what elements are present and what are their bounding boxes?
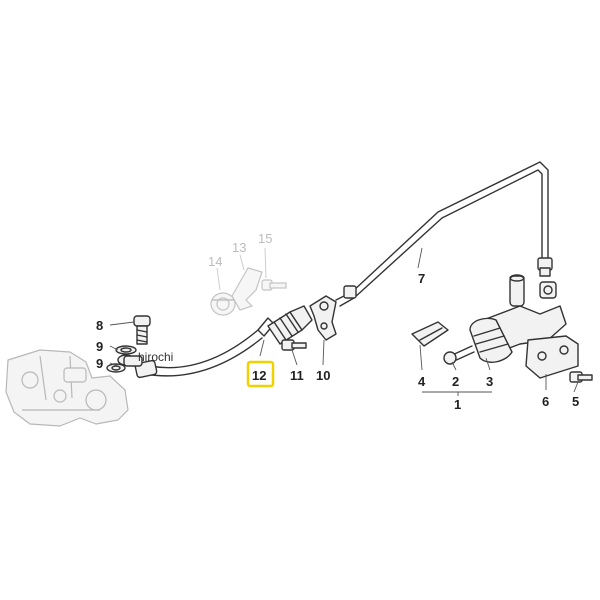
push-rod[interactable] — [443, 345, 475, 365]
callout-5[interactable]: 5 — [572, 394, 579, 409]
banjo-fitting[interactable] — [117, 354, 143, 367]
callout-9-lower[interactable]: 9 — [96, 356, 103, 371]
brake-line-pipe[interactable] — [335, 161, 553, 307]
banjo-bolt[interactable] — [133, 315, 151, 345]
hose-bracket[interactable] — [309, 295, 337, 341]
callout-3[interactable]: 3 — [486, 374, 493, 389]
callout-6[interactable]: 6 — [542, 394, 549, 409]
highlight-box-part-12 — [246, 360, 275, 388]
callout-4[interactable]: 4 — [418, 374, 426, 389]
sealing-washer-upper[interactable] — [115, 345, 137, 355]
hose-connector[interactable] — [267, 305, 313, 345]
sealing-washer-lower[interactable] — [106, 363, 126, 373]
callout-12[interactable]: 12 — [252, 368, 266, 383]
watermark-text: hirochi — [138, 350, 173, 364]
callout-11[interactable]: 11 — [290, 368, 304, 383]
clevis-fork[interactable] — [411, 321, 449, 347]
callout-7[interactable]: 7 — [418, 271, 425, 286]
screw-faded — [261, 279, 287, 291]
hose-clip-faded — [231, 267, 263, 311]
brake-caliper-ghost — [5, 349, 129, 427]
callout-1[interactable]: 1 — [454, 397, 461, 412]
callout-15: 15 — [258, 231, 272, 246]
mounting-plate[interactable] — [525, 335, 579, 379]
grommet-faded — [210, 292, 236, 316]
callout-9-upper[interactable]: 9 — [96, 339, 103, 354]
leader-lines — [109, 247, 579, 396]
master-cylinder[interactable] — [469, 274, 567, 363]
callout-14: 14 — [208, 254, 222, 269]
callout-10[interactable]: 10 — [316, 368, 330, 383]
callout-8[interactable]: 8 — [96, 318, 103, 333]
callout-13: 13 — [232, 240, 246, 255]
callout-2[interactable]: 2 — [452, 374, 459, 389]
mounting-screw[interactable] — [569, 371, 593, 383]
hex-screw[interactable] — [281, 339, 307, 351]
